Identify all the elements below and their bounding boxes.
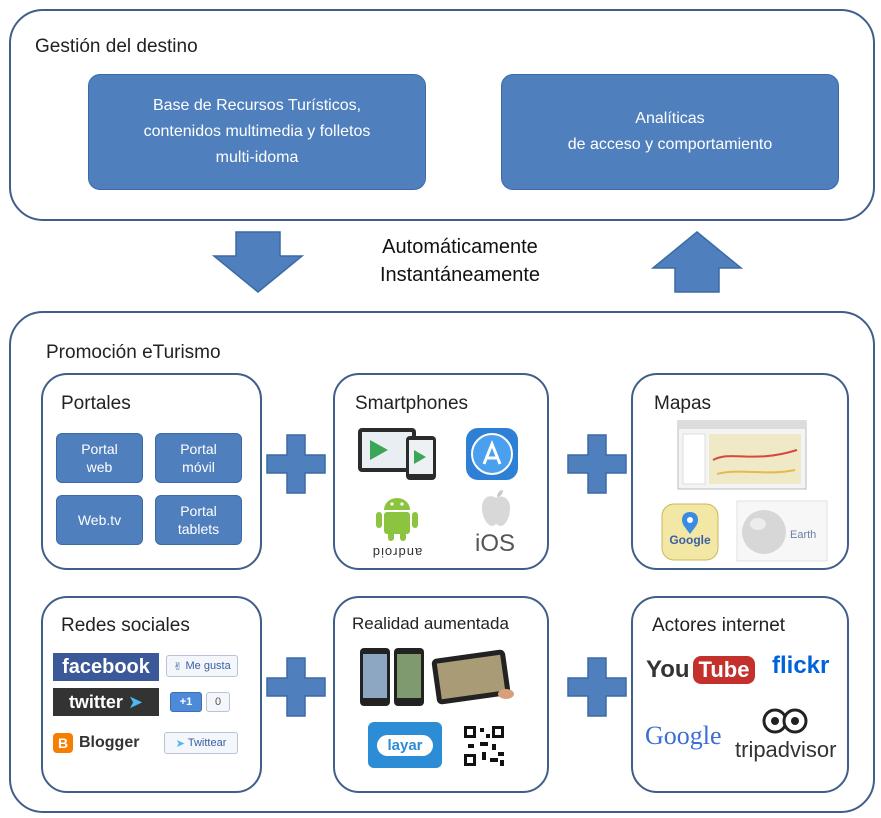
actores-card: [631, 596, 849, 793]
facebook-logo: facebook: [53, 653, 159, 681]
plus-one-count: 0: [206, 692, 230, 712]
twitter-logo: twitter ➤: [53, 688, 159, 716]
analytics-box: Analíticas de acceso y comportamiento: [501, 74, 839, 190]
promotion-title: Promoción eTurismo: [46, 342, 221, 363]
google-earth-label: Earth: [790, 529, 817, 541]
tweet-label: Twittear: [187, 737, 227, 749]
youtube-logo: You Tube: [646, 650, 756, 690]
thumbs-up-icon: ✌: [173, 660, 183, 673]
plus-icon: [567, 657, 627, 717]
flickr-logo: flickr: [772, 652, 829, 680]
google-maps-icon: [661, 503, 719, 561]
plus-icon: [266, 434, 326, 494]
like-label: Me gusta: [185, 660, 231, 672]
realidad-title: Realidad aumentada: [352, 614, 509, 633]
android-icon: [376, 498, 418, 541]
portal-tablets-box: Portal tablets: [155, 495, 242, 545]
blogger-logo: B Blogger: [53, 731, 139, 755]
google-logo: Google: [645, 721, 722, 750]
layar-label: layar: [377, 734, 433, 756]
management-title: Gestión del destino: [35, 36, 198, 57]
twitter-bird-icon: ➤: [127, 692, 144, 712]
google-play-devices-icon: [358, 428, 436, 480]
twitter-label: twitter: [68, 692, 123, 712]
resources-box: Base de Recursos Turísticos, contenidos …: [88, 74, 426, 190]
app-store-icon: [466, 428, 518, 480]
apple-icon: [482, 490, 510, 526]
map-screenshot-icon: [677, 420, 807, 490]
down-arrow-icon: [212, 231, 304, 293]
flow-caption: Automáticamente Instantáneamente: [340, 233, 580, 289]
ar-devices-icon: [360, 648, 514, 706]
up-arrow-icon: [651, 231, 743, 293]
tweet-button: ➤ Twittear: [164, 732, 238, 754]
bird-icon: ➤: [175, 737, 185, 750]
mapas-title: Mapas: [654, 393, 712, 414]
smartphones-title: Smartphones: [355, 393, 469, 414]
portales-title: Portales: [61, 393, 131, 414]
tripadvisor-label: tripadvisor: [735, 737, 837, 762]
youtube-tube-label: Tube: [692, 656, 756, 684]
ios-label: iOS: [474, 530, 515, 557]
android-label: android: [371, 545, 423, 560]
qr-code-icon: [462, 724, 506, 768]
blogger-label: Blogger: [79, 734, 140, 751]
google-earth-icon: [736, 500, 828, 562]
flow-line-2: Instantáneamente: [379, 264, 541, 286]
layar-logo: layar: [368, 722, 442, 768]
youtube-you-label: You: [646, 656, 690, 683]
plus-icon: [266, 657, 326, 717]
actores-title: Actores internet: [652, 615, 786, 636]
like-button: ✌ Me gusta: [166, 655, 238, 677]
plus-icon: [567, 434, 627, 494]
portal-web-box: Portal web: [56, 433, 143, 483]
flickr-label: flickr: [772, 652, 830, 679]
blogger-icon: B: [53, 733, 73, 753]
redes-title: Redes sociales: [61, 615, 190, 636]
plus-one-button: +1: [170, 692, 202, 712]
google-maps-label: Google: [669, 533, 711, 547]
tripadvisor-owl-icon: [762, 708, 808, 734]
portal-movil-box: Portal móvil: [155, 433, 242, 483]
flow-line-1: Automáticamente: [382, 236, 538, 258]
web-tv-box: Web.tv: [56, 495, 143, 545]
